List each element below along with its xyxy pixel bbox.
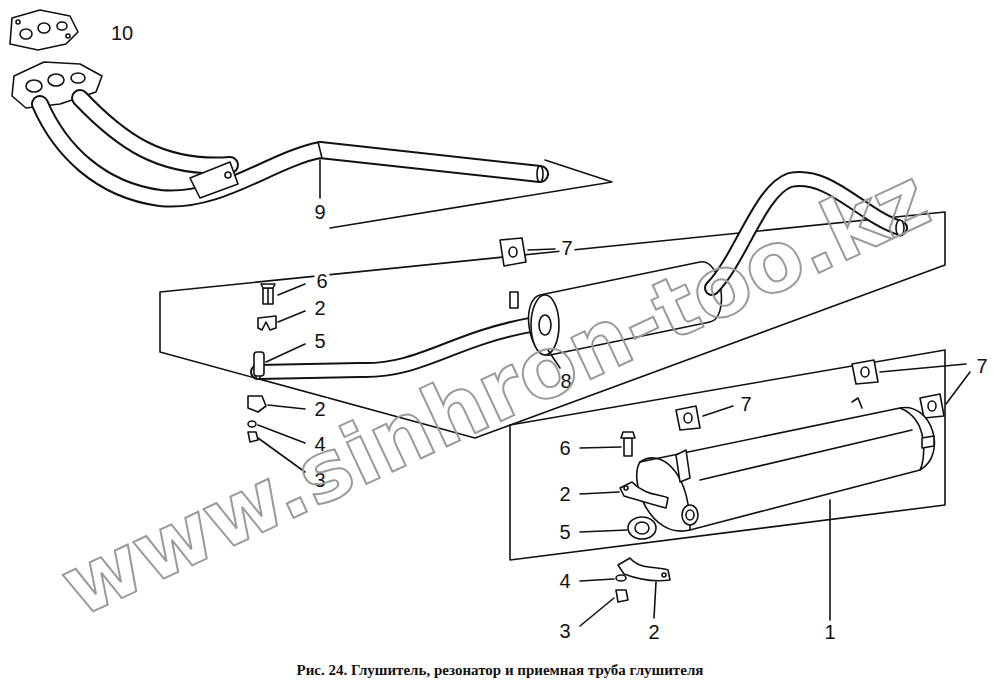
callout-number: 2 — [646, 621, 661, 643]
callout-number: 2 — [312, 297, 327, 319]
callout-number: 6 — [314, 270, 329, 292]
callout-number: 7 — [559, 237, 574, 259]
callout-number: 3 — [557, 620, 572, 642]
callout-number: 9 — [312, 201, 327, 223]
callout-number: 6 — [557, 437, 572, 459]
callout-number: 2 — [312, 398, 327, 420]
callout-number: 2 — [557, 483, 572, 505]
callout-number: 5 — [557, 521, 572, 543]
callout-number: 10 — [109, 22, 135, 44]
callout-number: 4 — [557, 570, 572, 592]
callout-number: 1 — [822, 621, 837, 643]
callout-number: 7 — [974, 355, 989, 377]
figure-caption: Рис. 24. Глушитель, резонатор и приемная… — [0, 662, 1000, 679]
watermark: www.sinhron-too.kz — [50, 155, 941, 630]
callout-number: 5 — [312, 330, 327, 352]
callout-number: 7 — [738, 393, 753, 415]
